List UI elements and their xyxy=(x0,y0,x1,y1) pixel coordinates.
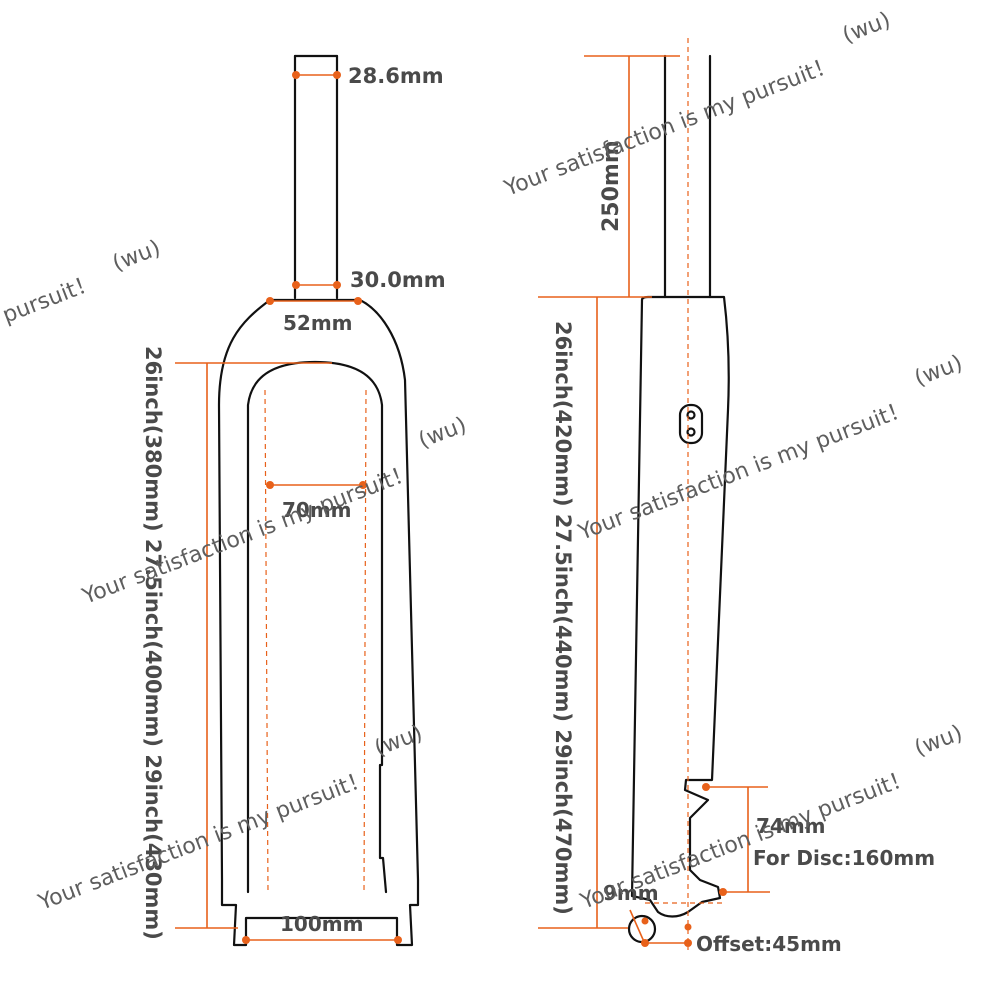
cage-bosses xyxy=(678,403,704,445)
front-fork-outline xyxy=(217,298,420,947)
watermark-author: (wu) xyxy=(911,351,966,392)
side-steerer-tube xyxy=(663,54,712,299)
dim-point xyxy=(684,923,692,931)
watermark-slogan: Your satisfaction is my pursuit！ xyxy=(500,52,839,202)
dim-point xyxy=(292,281,300,289)
watermark-slogan: Your satisfaction is my pursuit！ xyxy=(574,396,913,546)
side-view: 250mm 26inch(420mm) 27.5inch(440mm) 29in… xyxy=(538,38,935,956)
dim-point xyxy=(266,481,274,489)
dim-point xyxy=(242,936,250,944)
dim-point xyxy=(292,71,300,79)
watermark-author: (wu) xyxy=(911,721,966,762)
front-steerer-tube xyxy=(293,54,339,300)
dim-point xyxy=(333,71,341,79)
watermark-author: (wu) xyxy=(839,8,894,49)
dim-point xyxy=(333,281,341,289)
front-right-leg-centerline xyxy=(363,389,367,893)
dim-point xyxy=(359,481,367,489)
steerer-top-diameter-label: 28.6mm xyxy=(348,64,444,88)
dim-point xyxy=(684,939,692,947)
dropout-size-label: 9mm xyxy=(603,881,659,905)
watermark-slogan: Your satisfaction is my pursuit！ xyxy=(34,766,373,916)
steerer-bottom-diameter-label: 30.0mm xyxy=(350,268,446,292)
fork-length-label: 26inch(380mm) 27.5inch(400mm) 29inch(430… xyxy=(141,346,165,940)
dim-point xyxy=(266,297,274,305)
offset-label: Offset:45mm xyxy=(696,932,842,956)
disc-rotor-note: For Disc:160mm xyxy=(753,846,935,870)
dim-point xyxy=(641,917,649,925)
watermark-author: (wu) xyxy=(371,721,426,762)
watermark-slogan-partial: pursuit！ xyxy=(0,270,101,329)
front-view: 28.6mm 30.0mm 52mm 70mm 100mm 26inch(380… xyxy=(141,54,446,947)
dim-line-dropout xyxy=(629,909,646,945)
dim-point xyxy=(394,936,402,944)
dim-point xyxy=(354,297,362,305)
watermark-author: (wu) xyxy=(415,413,470,454)
dim-point xyxy=(641,939,649,947)
axle-spacing-label: 100mm xyxy=(280,912,363,936)
steerer-length-label: 250mm xyxy=(599,140,624,232)
crown-width-label: 52mm xyxy=(283,311,353,335)
inner-width-label: 70mm xyxy=(282,498,352,522)
side-fork-outline xyxy=(630,295,730,918)
side-fork-length-label: 26inch(420mm) 27.5inch(440mm) 29inch(470… xyxy=(551,321,575,915)
dim-point xyxy=(719,888,727,896)
dim-point xyxy=(702,783,710,791)
disc-mount-spacing-label: 74mm xyxy=(756,814,826,838)
front-left-leg-centerline xyxy=(264,389,269,893)
watermark-author: (wu) xyxy=(109,236,164,277)
